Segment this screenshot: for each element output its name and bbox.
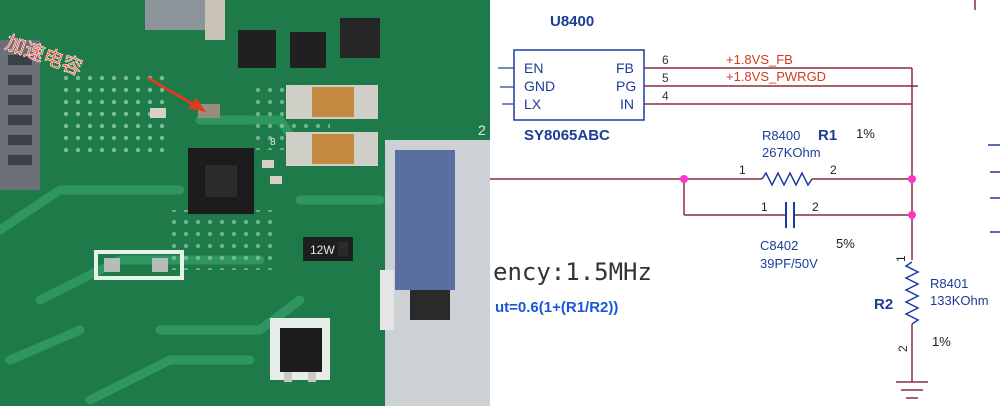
pin-label-in: IN	[620, 96, 634, 112]
ic-body	[513, 49, 645, 121]
junction-dot	[908, 175, 916, 183]
r2-tolerance: 1%	[932, 334, 951, 349]
cap-reference: C8402	[760, 238, 798, 253]
speedup-capacitor	[198, 104, 220, 118]
r2-label: R2	[874, 296, 893, 313]
r1-label: R1	[818, 127, 837, 144]
pin-label-gnd: GND	[524, 78, 555, 94]
cap-value: 39PF/50V	[760, 256, 818, 271]
cap-tolerance: 5%	[836, 236, 855, 251]
silk-label: U530	[419, 356, 435, 390]
net-label-fb: +1.8VS_FB	[726, 52, 793, 67]
pin-label-lx: LX	[524, 96, 542, 112]
pin-number: 2	[830, 163, 837, 177]
silk-outline	[94, 250, 184, 280]
pin-label-pg: PG	[616, 78, 636, 94]
ic-part-number: SY8065ABC	[524, 127, 610, 144]
pin-number: 2	[896, 345, 910, 352]
formula-text: ut=0.6(1+(R1/R2))	[495, 299, 618, 316]
ceramic-capacitors	[286, 85, 378, 166]
schematic: U8400 EN GND LX FB PG IN SY8065ABC 6 5 4…	[490, 0, 1000, 406]
r2-value: 133KOhm	[930, 293, 989, 308]
shield-can	[145, 0, 205, 30]
r2-reference: R8401	[930, 276, 968, 291]
annotation-arrow	[147, 76, 197, 108]
net-label-pwrgd: +1.8VS_PWRGD	[726, 69, 826, 84]
junction-dot	[908, 211, 916, 219]
pin-number: 6	[662, 53, 669, 67]
silk-label: 12W	[310, 243, 335, 257]
pin-number: 1	[894, 255, 908, 262]
ic-reference: U8400	[550, 13, 594, 30]
silk-label: 2	[478, 122, 486, 138]
resistor-r1	[761, 171, 813, 187]
r1-reference: R8400	[762, 128, 800, 143]
pin-number: 4	[662, 89, 669, 103]
junction-dot	[680, 175, 688, 183]
pin-number: 1	[761, 200, 768, 214]
pin-label-fb: FB	[616, 60, 634, 76]
r1-tolerance: 1%	[856, 126, 875, 141]
r1-value: 267KOhm	[762, 145, 821, 160]
pin-number: 2	[812, 200, 819, 214]
silk-label: 8	[270, 137, 276, 148]
ic-chip	[238, 30, 276, 68]
ground-symbol	[896, 381, 928, 399]
frequency-text: ency:1.5MHz	[493, 258, 652, 286]
pin-number: 5	[662, 71, 669, 85]
resistor-r2	[904, 261, 920, 325]
arrow-head	[188, 98, 206, 112]
pcb-photo: 12W 2 U530 8 加速电容	[0, 0, 490, 406]
pin-number: 1	[739, 163, 746, 177]
pin-label-en: EN	[524, 60, 543, 76]
